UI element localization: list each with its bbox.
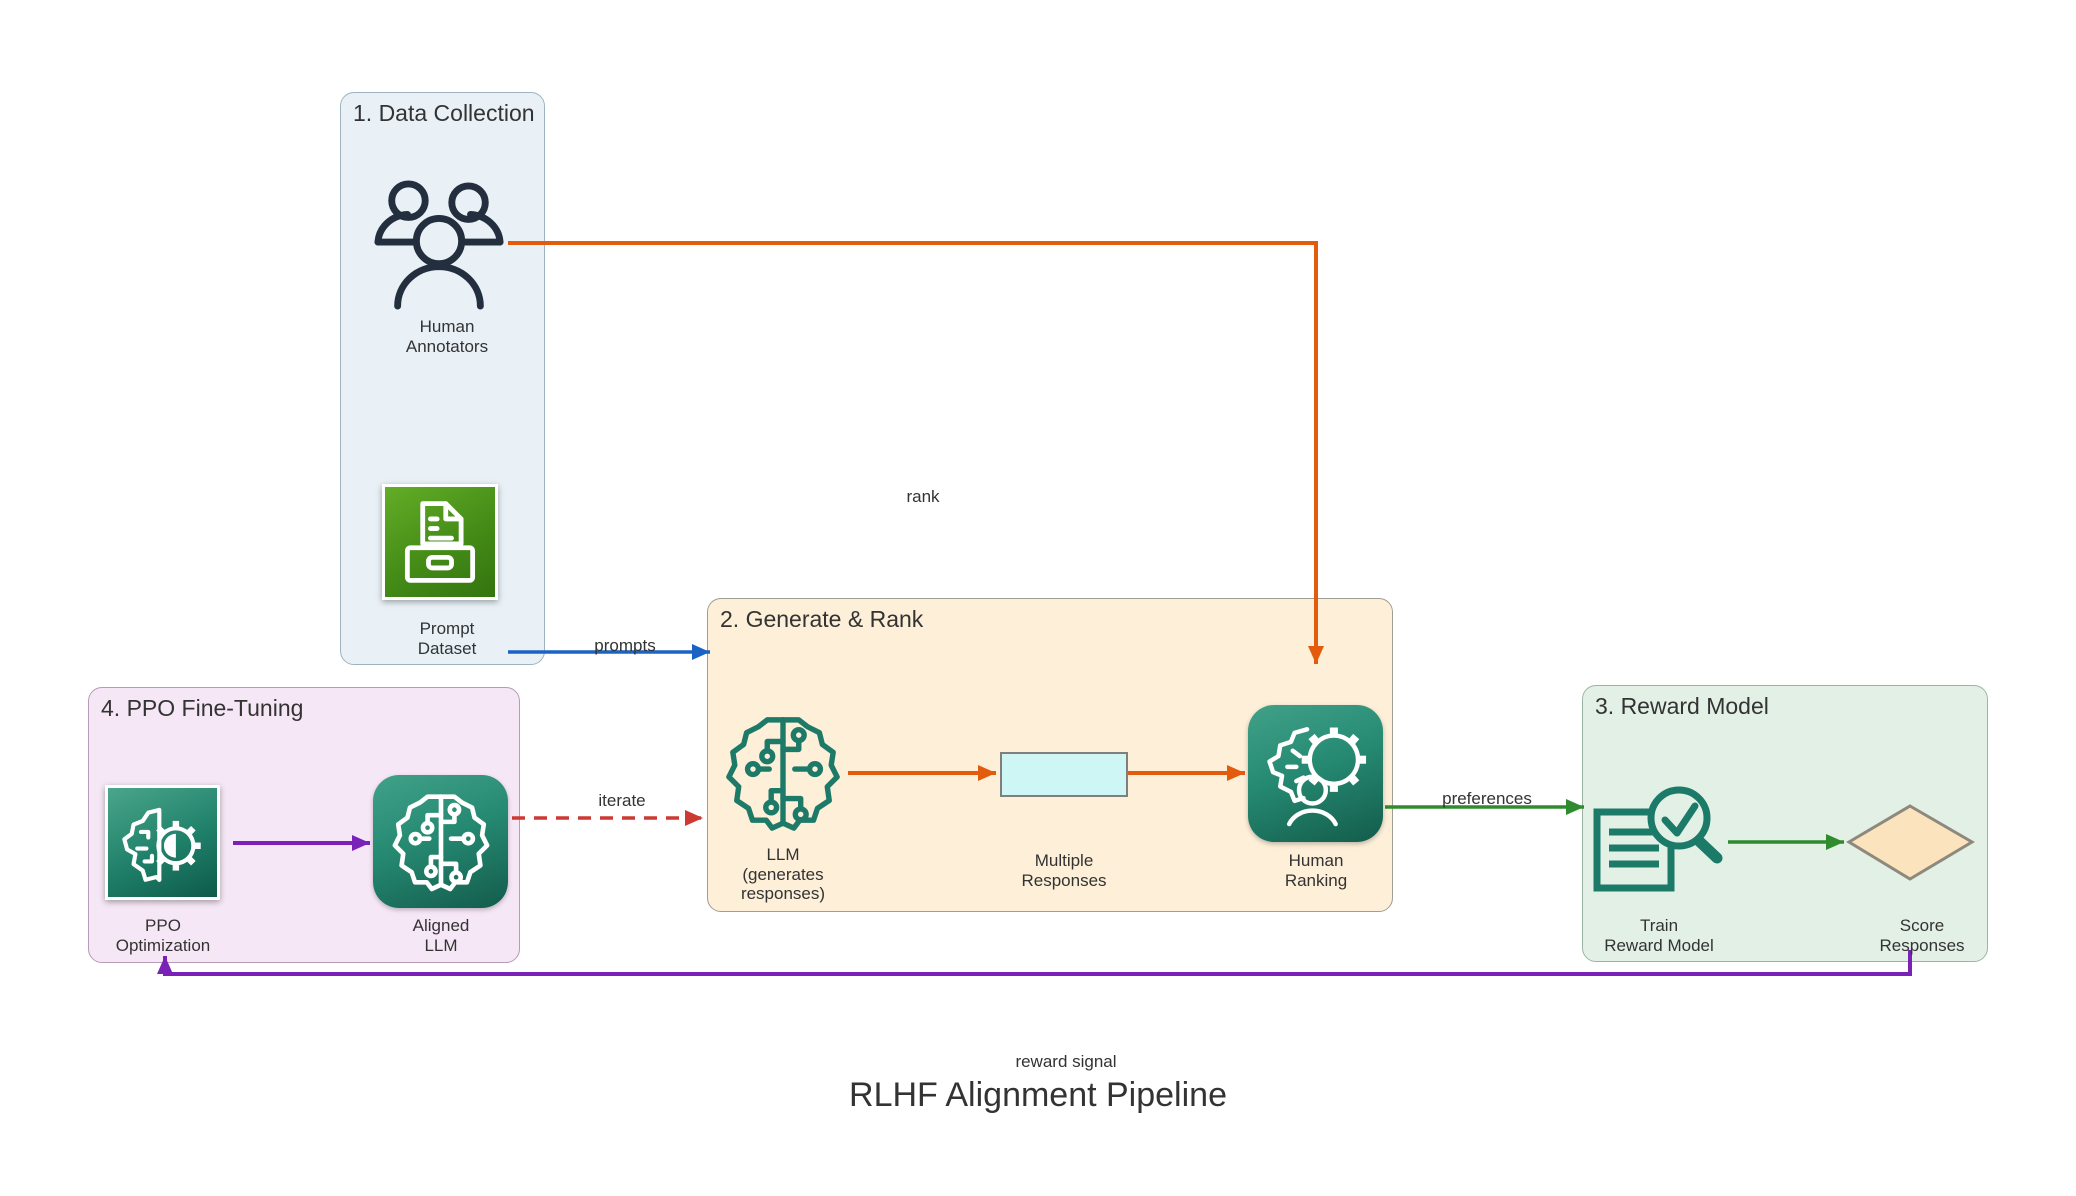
edge-label-iterate: iterate (598, 791, 646, 810)
aligned-llm-label: Aligned LLM (412, 916, 470, 955)
multiple-responses-label: Multiple Responses (1021, 851, 1107, 890)
score-responses-label: Score Responses (1879, 916, 1965, 955)
diagram-title: RLHF Alignment Pipeline (849, 1076, 1227, 1114)
llm-label: LLM (generates responses) (740, 845, 826, 904)
edge-label-reward-signal: reward signal (1015, 1052, 1117, 1071)
human-ranking-label: Human Ranking (1284, 851, 1348, 890)
human-annotators-label: Human Annotators (405, 317, 489, 356)
cluster-title-generate-rank: 2. Generate & Rank (720, 606, 924, 632)
brain-circuit-icon (726, 717, 840, 831)
dataset-archive-icon (382, 484, 498, 600)
edge-label-prompts: prompts (594, 636, 656, 655)
ppo-optimization-label: PPO Optimization (115, 916, 211, 955)
edge-label-preferences: preferences (1442, 789, 1532, 808)
cluster-title-ppo-fine-tuning: 4. PPO Fine-Tuning (101, 695, 304, 721)
multiple-responses-box (1000, 752, 1128, 797)
gear-person-brain-icon (1248, 705, 1383, 842)
train-reward-model-label: Train Reward Model (1604, 916, 1714, 955)
cluster-title-reward-model: 3. Reward Model (1595, 693, 1769, 719)
cluster-title-data-collection: 1. Data Collection (353, 100, 535, 126)
people-group-icon (374, 180, 504, 310)
edge-label-rank: rank (906, 487, 940, 506)
aligned-brain-circuit-icon (373, 775, 508, 908)
document-magnifier-check-icon (1593, 786, 1723, 892)
prompt-dataset-label: Prompt Dataset (417, 619, 477, 658)
brain-gear-icon (105, 785, 220, 900)
